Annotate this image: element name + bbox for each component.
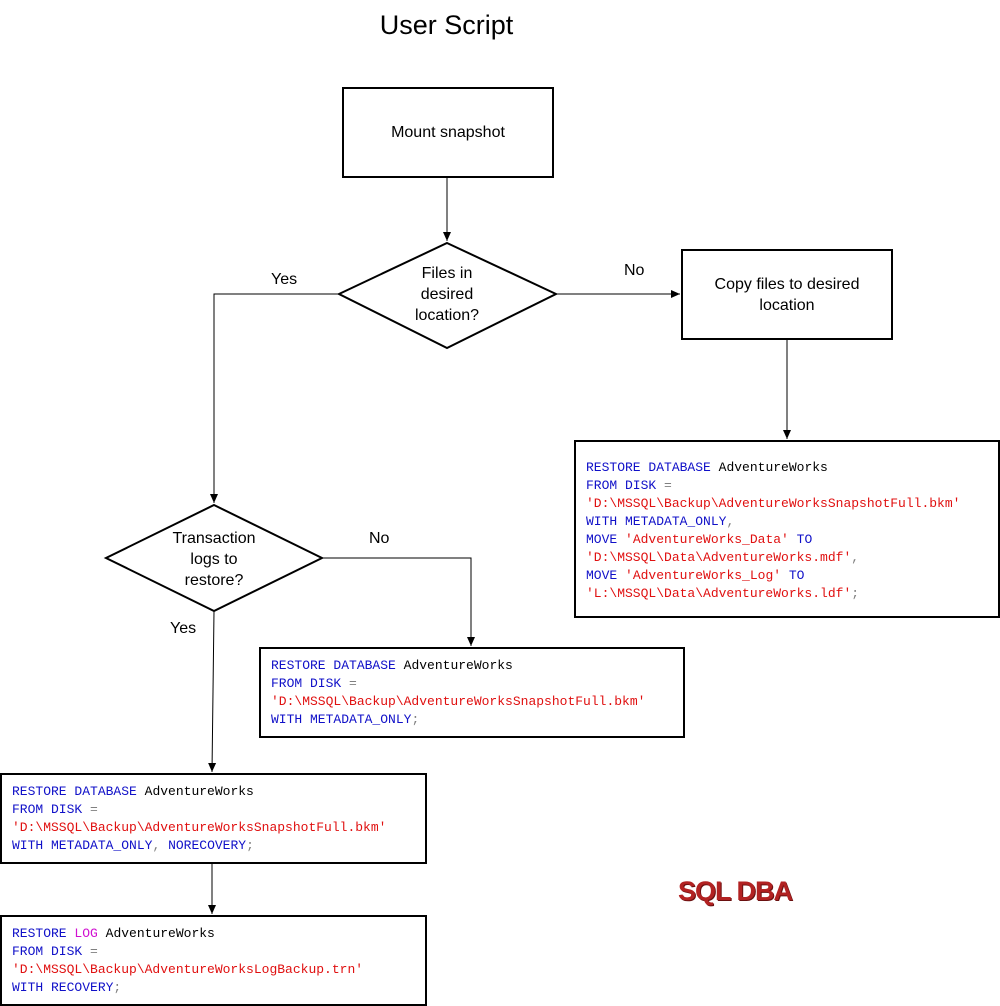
tlog-no-label: No: [369, 530, 390, 547]
code-line: 'D:\MSSQL\Backup\AdventureWorksLogBackup…: [12, 962, 364, 977]
copy-files-line-1: Copy files to desired: [714, 275, 860, 293]
code-line: RESTORE DATABASE AdventureWorks: [586, 460, 828, 475]
code-line: MOVE 'AdventureWorks_Data' TO: [586, 532, 813, 547]
files-decision-text: Files in desired location?: [389, 262, 505, 326]
code-line: 'D:\MSSQL\Backup\AdventureWorksSnapshotF…: [586, 496, 961, 511]
files-decision-diamond: [336, 241, 559, 350]
tlog-decision-line-1: Transaction: [172, 529, 256, 547]
files-yes-label: Yes: [271, 271, 298, 288]
code-line: FROM DISK =: [12, 802, 98, 817]
code-line: FROM DISK =: [12, 944, 98, 959]
mount-snapshot-node: Mount snapshot: [342, 87, 554, 178]
arrow-files-yes: [210, 293, 339, 503]
code-line: RESTORE DATABASE AdventureWorks: [271, 658, 513, 673]
mount-snapshot-label: Mount snapshot: [391, 124, 505, 141]
code-line: 'L:\MSSQL\Data\AdventureWorks.ldf';: [586, 586, 860, 601]
code-line: WITH RECOVERY;: [12, 980, 122, 995]
files-decision-line-2: desired: [420, 285, 474, 303]
files-decision-line-1: Files in: [421, 264, 473, 282]
files-decision-line-3: location?: [414, 306, 480, 324]
tlog-decision-line-2: logs to: [190, 550, 238, 568]
code-line: FROM DISK =: [586, 478, 672, 493]
code-line: FROM DISK =: [271, 676, 357, 691]
code-line: 'D:\MSSQL\Backup\AdventureWorksSnapshotF…: [271, 694, 646, 709]
code-line: 'D:\MSSQL\Data\AdventureWorks.mdf',: [586, 550, 860, 565]
code-line: RESTORE DATABASE AdventureWorks: [12, 784, 254, 799]
arrow-tlog-yes: [208, 610, 217, 773]
files-no-label: No: [624, 262, 645, 279]
code-line: WITH METADATA_ONLY,: [586, 514, 735, 529]
code-line: 'D:\MSSQL\Backup\AdventureWorksSnapshotF…: [12, 820, 387, 835]
copy-files-node: Copy files to desired location: [681, 249, 893, 340]
code-line: WITH METADATA_ONLY, NORECOVERY;: [12, 838, 254, 853]
tlog-yes-label: Yes: [170, 620, 197, 637]
code-line: RESTORE LOG AdventureWorks: [12, 926, 215, 941]
arrow-tlog-no: [322, 557, 475, 646]
copy-files-line-2: location: [759, 296, 815, 314]
tlog-decision-text: Transaction logs to restore?: [156, 527, 272, 591]
code-line: MOVE 'AdventureWorks_Log' TO: [586, 568, 805, 583]
diagram-title: User Script: [379, 10, 514, 40]
tlog-decision-line-3: restore?: [184, 571, 244, 589]
code-line: WITH METADATA_ONLY;: [271, 712, 420, 727]
sql-dba-logo: SQL DBA: [678, 876, 793, 906]
